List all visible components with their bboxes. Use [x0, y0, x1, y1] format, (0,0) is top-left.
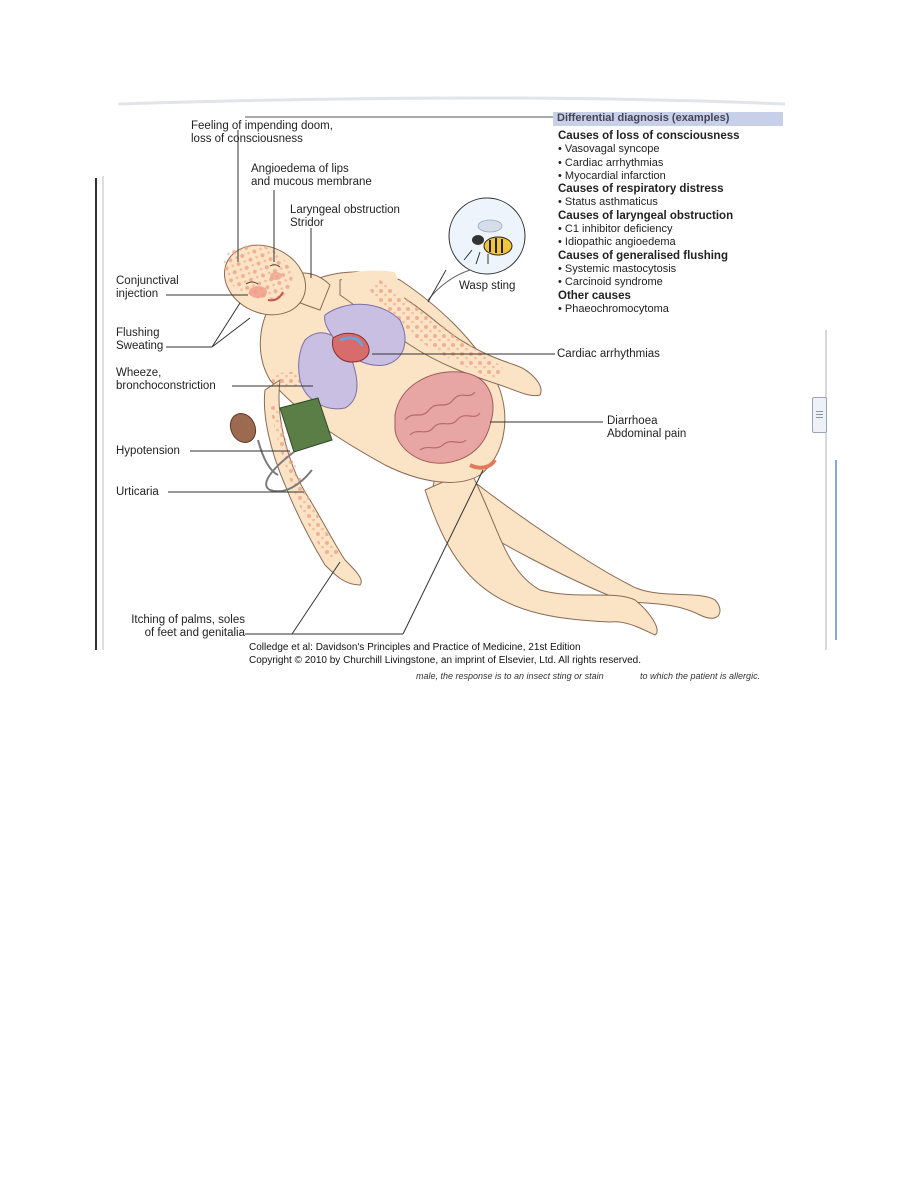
group-item: Myocardial infarction: [558, 170, 783, 183]
label-line: Stridor: [290, 217, 324, 229]
label-itching: Itching of palms, soles of feet and geni…: [117, 614, 245, 640]
group-item: Systemic mastocytosis: [558, 263, 783, 276]
leader-lines: [166, 130, 603, 635]
group-list: Systemic mastocytosis Carcinoid syndrome: [553, 263, 783, 290]
differential-diagnosis-panel: Differential diagnosis (examples) Causes…: [553, 112, 783, 316]
group-item: Vasovagal syncope: [558, 143, 783, 156]
label-line: Conjunctival: [116, 275, 179, 287]
credit-line-1: Colledge et al: Davidson's Principles an…: [249, 642, 581, 653]
label-line: Abdominal pain: [607, 428, 687, 440]
label-line: of feet and genitalia: [144, 627, 245, 639]
label-impending-doom: Feeling of impending doom, loss of consc…: [191, 120, 333, 146]
group-list: Phaeochromocytoma: [553, 303, 783, 316]
label-urticaria: Urticaria: [116, 486, 159, 498]
group-item: Phaeochromocytoma: [558, 303, 783, 316]
group-item: Carcinoid syndrome: [558, 276, 783, 289]
label-line: bronchoconstriction: [116, 380, 216, 392]
group-heading: Causes of generalised flushing: [558, 249, 728, 262]
label-line: loss of consciousness: [191, 133, 303, 145]
group-item: Status asthmaticus: [558, 196, 783, 209]
grip-line: [816, 414, 823, 415]
group-list: Vasovagal syncope Cardiac arrhythmias My…: [553, 143, 783, 183]
label-line: injection: [116, 288, 159, 300]
intestines: [394, 371, 497, 470]
cutoff-caption-left: male, the response is to an insect sting…: [416, 671, 604, 681]
group-heading: Causes of laryngeal obstruction: [558, 209, 734, 222]
label-angioedema: Angioedema of lips and mucous membrane: [251, 163, 372, 189]
label-line: Feeling of impending doom,: [191, 120, 333, 132]
grip-line: [816, 417, 823, 418]
label-wasp-sting: Wasp sting: [459, 280, 516, 292]
label-line: Angioedema of lips: [251, 163, 349, 175]
label-line: Sweating: [116, 340, 164, 352]
group-heading: Causes of respiratory distress: [558, 183, 724, 196]
page-frame: [95, 96, 837, 650]
group-list: Status asthmaticus: [553, 196, 783, 209]
label-line: Laryngeal obstruction: [290, 204, 400, 216]
label-laryngeal: Laryngeal obstruction Stridor: [290, 204, 400, 230]
group-heading: Other causes: [558, 289, 631, 302]
label-line: and mucous membrane: [251, 176, 372, 188]
group-item: Idiopathic angioedema: [558, 236, 783, 249]
group-list: C1 inhibitor deficiency Idiopathic angio…: [553, 223, 783, 250]
differential-header: Differential diagnosis (examples): [553, 112, 783, 126]
label-diarrhoea: Diarrhoea Abdominal pain: [607, 415, 686, 441]
group-item: C1 inhibitor deficiency: [558, 223, 783, 236]
bp-bulb: [229, 412, 257, 444]
wasp-inset: [427, 197, 526, 301]
cutoff-caption-right: to which the patient is allergic.: [640, 671, 761, 681]
label-cardiac-arrhythmias: Cardiac arrhythmias: [557, 348, 660, 360]
label-line: Flushing: [116, 327, 160, 339]
label-line: Wheeze,: [116, 367, 162, 379]
blood-pressure-cuff: [229, 397, 333, 493]
label-hypotension: Hypotension: [116, 445, 180, 457]
right-leg: [424, 469, 658, 636]
label-conjunctival: Conjunctival injection: [116, 275, 179, 301]
grip-line: [816, 411, 823, 412]
credit-line-2: Copyright © 2010 by Churchill Livingston…: [249, 655, 642, 666]
heart: [331, 332, 370, 363]
label-line: Itching of palms, soles: [131, 614, 245, 626]
group-item: Cardiac arrhythmias: [558, 157, 783, 170]
group-heading: Causes of loss of consciousness: [558, 130, 740, 142]
label-wheeze: Wheeze, bronchoconstriction: [116, 367, 216, 393]
scrollbar-thumb[interactable]: [812, 397, 827, 433]
label-flushing: Flushing Sweating: [116, 327, 163, 353]
label-line: Diarrhoea: [607, 415, 658, 427]
